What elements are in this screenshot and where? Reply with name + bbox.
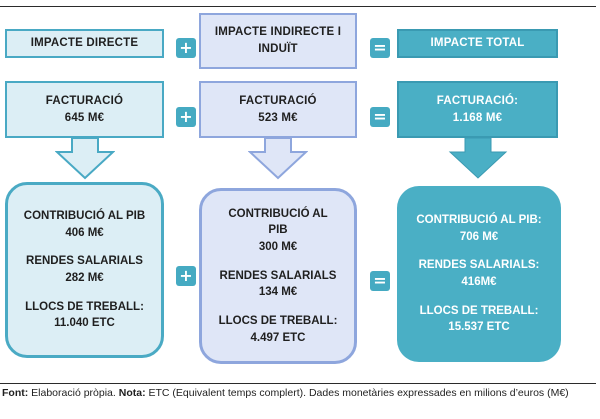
llocs-directe-value: 11.040 ETC <box>54 317 115 330</box>
bottom-rule <box>0 383 596 384</box>
facturacio-indirecte-label: FACTURACIÓ <box>239 94 317 107</box>
facturacio-indirecte-value: 523 M€ <box>258 111 298 124</box>
nota-text: ETC (Equivalent temps complert). Dades m… <box>145 387 569 399</box>
pib-directe-label: CONTRIBUCIÓ AL PIB <box>23 209 146 222</box>
equals-operator-facturacio: = <box>370 107 390 127</box>
equals-operator-resultats: = <box>370 271 390 291</box>
resultats-directe: CONTRIBUCIÓ AL PIB 406 M€ RENDES SALARIA… <box>5 182 164 358</box>
resultats-total: CONTRIBUCIÓ AL PIB: 706 M€ RENDES SALARI… <box>397 186 561 362</box>
font-text: Elaboració pròpia. <box>28 387 119 399</box>
equals-icon: = <box>373 38 387 57</box>
rendes-total-label: RENDES SALARIALS: <box>418 259 540 272</box>
llocs-total-value: 15.537 ETC <box>448 321 510 334</box>
plus-icon: + <box>179 266 193 285</box>
plus-icon: + <box>179 38 193 57</box>
equals-icon: = <box>373 271 387 290</box>
rendes-directe-value: 282 M€ <box>65 272 104 284</box>
resultats-indirecte: CONTRIBUCIÓ AL PIB 300 M€ RENDES SALARIA… <box>199 188 357 364</box>
pib-indirecte: CONTRIBUCIÓ AL PIB 300 M€ <box>228 206 327 256</box>
header-impacte-total-label: IMPACTE TOTAL <box>430 37 525 50</box>
pib-total: CONTRIBUCIÓ AL PIB: 706 M€ <box>416 212 541 245</box>
rendes-indirecte-label: RENDES SALARIALS <box>219 269 337 282</box>
llocs-indirecte: LLOCS DE TREBALL: 4.497 ETC <box>219 313 338 346</box>
rendes-total-value: 416M€ <box>461 276 497 288</box>
rendes-indirecte: RENDES SALARIALS 134 M€ <box>220 268 337 301</box>
facturacio-total: FACTURACIÓ: 1.168 M€ <box>397 81 558 138</box>
header-impacte-indirecte-line2: INDUÏT <box>258 43 298 55</box>
pib-indirecte-label-line1: CONTRIBUCIÓ AL <box>228 207 328 220</box>
top-rule <box>0 6 596 7</box>
equals-icon: = <box>373 107 387 126</box>
pib-total-label: CONTRIBUCIÓ AL PIB: <box>416 213 542 226</box>
rendes-indirecte-value: 134 M€ <box>258 286 298 299</box>
facturacio-directe: FACTURACIÓ 645 M€ <box>5 81 164 138</box>
plus-operator-header: + <box>176 38 196 58</box>
rendes-total: RENDES SALARIALS: 416M€ <box>419 257 540 290</box>
plus-icon: + <box>179 107 193 126</box>
arrow-down-icon <box>55 138 115 180</box>
facturacio-directe-label: FACTURACIÓ <box>45 94 124 107</box>
llocs-directe-label: LLOCS DE TREBALL: <box>25 300 144 313</box>
arrow-down-icon <box>248 138 308 180</box>
header-impacte-directe-label: IMPACTE DIRECTE <box>30 37 139 50</box>
facturacio-total-label: FACTURACIÓ: <box>436 94 519 107</box>
arrow-down-icon <box>448 138 508 179</box>
rendes-directe: RENDES SALARIALS 282 M€ <box>26 253 143 286</box>
facturacio-directe-value: 645 M€ <box>64 111 105 124</box>
llocs-total: LLOCS DE TREBALL: 15.537 ETC <box>420 303 539 336</box>
header-impacte-indirecte-line1: IMPACTE INDIRECTE I <box>214 26 342 39</box>
llocs-indirecte-label: LLOCS DE TREBALL: <box>218 315 338 327</box>
facturacio-total-value: 1.168 M€ <box>452 111 503 124</box>
rendes-directe-label: RENDES SALARIALS <box>26 255 143 268</box>
pib-total-value: 706 M€ <box>459 230 499 243</box>
llocs-total-label: LLOCS DE TREBALL: <box>419 304 539 317</box>
nota-label: Nota: <box>118 387 146 399</box>
llocs-directe: LLOCS DE TREBALL: 11.040 ETC <box>25 299 144 332</box>
header-impacte-total: IMPACTE TOTAL <box>397 29 558 58</box>
source-note: Font: Elaboració pròpia. Nota: ETC (Equi… <box>2 386 596 402</box>
equals-operator-header: = <box>370 38 390 58</box>
pib-indirecte-value: 300 M€ <box>258 240 298 253</box>
facturacio-indirecte: FACTURACIÓ 523 M€ <box>199 81 357 138</box>
pib-directe: CONTRIBUCIÓ AL PIB 406 M€ <box>24 208 145 241</box>
plus-operator-resultats: + <box>176 266 196 286</box>
pib-directe-value: 406 M€ <box>65 226 104 239</box>
plus-operator-facturacio: + <box>176 107 196 127</box>
header-impacte-indirecte: IMPACTE INDIRECTE I INDUÏT <box>199 13 357 69</box>
pib-indirecte-label-line2: PIB <box>268 224 288 237</box>
llocs-indirecte-value: 4.497 ETC <box>250 331 306 344</box>
header-impacte-directe: IMPACTE DIRECTE <box>5 29 164 58</box>
font-label: Font: <box>2 387 29 399</box>
